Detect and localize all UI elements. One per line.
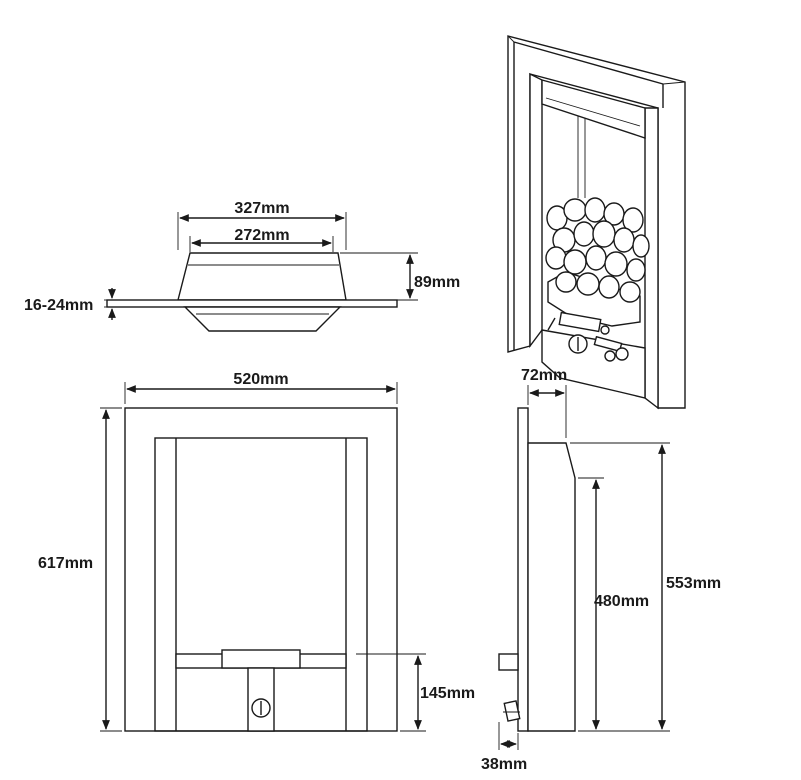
iso-canopy	[541, 79, 646, 139]
iso-gas-valve	[547, 311, 629, 362]
front-control-plate	[221, 649, 301, 669]
dim-label-knob-projection: 38mm	[481, 756, 527, 773]
dim-label-front-width: 520mm	[233, 371, 288, 388]
iso-left-pillar	[529, 72, 543, 349]
dim-label-plate-thickness: 16-24mm	[24, 297, 93, 314]
side-control-stub	[498, 653, 519, 671]
side-view: 72mm 553mm 480mm 38mm	[481, 367, 721, 773]
iso-bottom-tray	[541, 329, 646, 399]
isometric-view	[507, 35, 686, 410]
dim-label-top-inner-width: 272mm	[234, 227, 289, 244]
dim-label-side-height-outer: 553mm	[666, 575, 721, 592]
side-firebox-body	[527, 442, 576, 732]
side-front-plate	[517, 407, 529, 732]
dim-label-top-depth: 89mm	[414, 274, 460, 291]
top-view-firebox-body	[177, 252, 347, 301]
dim-label-side-depth: 72mm	[521, 367, 567, 384]
dim-label-control-height: 145mm	[420, 685, 475, 702]
top-view-rear-box	[183, 306, 342, 332]
dim-label-side-height-inner: 480mm	[594, 593, 649, 610]
iso-right-pillar	[644, 107, 659, 410]
dim-label-front-height: 617mm	[38, 555, 93, 572]
dim-label-top-outer-width: 327mm	[234, 200, 289, 217]
iso-coals	[545, 197, 650, 303]
front-view: 520mm 617mm 145mm	[38, 371, 475, 732]
top-view-front-plate	[106, 299, 398, 308]
top-view: 327mm 272mm 89mm 16-24mm	[24, 200, 460, 332]
